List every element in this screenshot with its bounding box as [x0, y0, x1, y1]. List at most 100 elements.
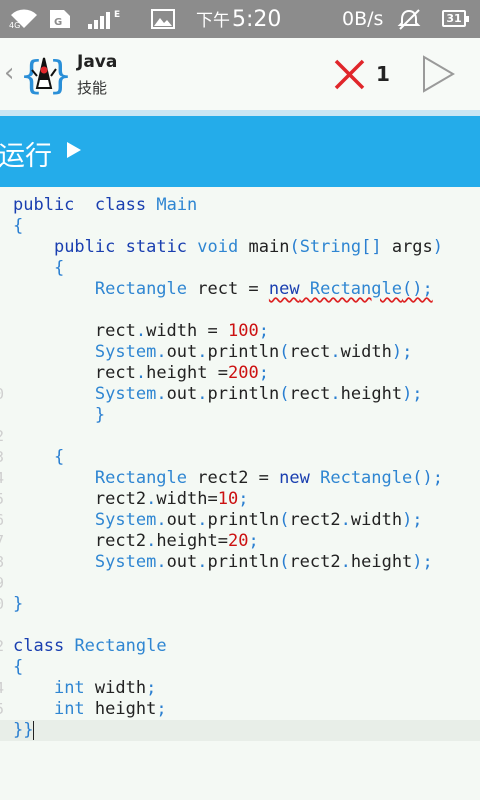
line-number: 4	[0, 468, 4, 489]
code-token: {	[53, 447, 65, 467]
code-token	[64, 636, 74, 656]
code-text: rect2.height=20;	[13, 531, 259, 552]
code-token: height	[84, 699, 157, 719]
code-token	[310, 468, 320, 488]
clock-period: 下午	[196, 11, 230, 31]
code-text: Rectangle rect2 = new Rectangle();	[13, 468, 443, 489]
code-line[interactable]: rect.height =200;	[0, 363, 480, 384]
code-line[interactable]: {	[0, 216, 480, 237]
error-count: 1	[376, 62, 390, 86]
code-line[interactable]	[0, 615, 480, 636]
code-line[interactable]: {	[0, 258, 480, 279]
line-number: 8	[0, 552, 4, 573]
code-line[interactable]: 5 int height;	[0, 699, 480, 720]
code-token: rect2 =	[187, 468, 280, 488]
code-token: println	[207, 510, 280, 530]
code-token: System	[94, 384, 157, 404]
text-caret	[33, 720, 35, 740]
code-token: height	[350, 552, 413, 572]
code-line[interactable]: }	[0, 405, 480, 426]
code-line[interactable]	[0, 300, 480, 321]
error-x-icon[interactable]	[333, 58, 366, 91]
code-editor[interactable]: public class Main{ public static void ma…	[0, 187, 480, 800]
code-text: }	[13, 405, 105, 426]
code-token: void	[197, 237, 239, 257]
code-token: ;	[258, 363, 269, 383]
code-text: rect.width = 100;	[13, 321, 269, 342]
code-token: width=	[156, 489, 218, 509]
code-line[interactable]: 5 rect2.width=10;	[0, 489, 480, 510]
code-line[interactable]: public class Main	[0, 195, 480, 216]
code-token: println	[207, 342, 280, 362]
clock: 下午5:20	[196, 6, 281, 32]
code-line[interactable]: 0 System.out.println(rect.height);	[0, 384, 480, 405]
code-token	[13, 468, 95, 488]
code-token: class	[13, 636, 65, 656]
code-token: ();	[401, 279, 433, 299]
code-line[interactable]: public static void main(String[] args)	[0, 237, 480, 258]
back-chevron-icon[interactable]: ‹	[4, 58, 15, 88]
code-token	[13, 678, 54, 698]
code-line[interactable]: 6 System.out.println(rect2.width);	[0, 510, 480, 531]
code-token	[13, 405, 95, 425]
code-token: main	[238, 237, 290, 257]
code-token: .	[146, 531, 157, 551]
sim-icon: G	[50, 10, 70, 28]
code-token	[13, 447, 54, 467]
code-token: int	[53, 699, 85, 719]
code-token: .	[197, 342, 208, 362]
code-line[interactable]: 0}	[0, 594, 480, 615]
code-token: rect	[13, 363, 136, 383]
code-token: []	[361, 237, 382, 257]
line-number: 7	[0, 531, 4, 552]
code-line[interactable]: System.out.println(rect.width);	[0, 342, 480, 363]
code-text: Rectangle rect = new Rectangle();	[13, 279, 433, 300]
code-token: height=	[156, 531, 228, 551]
code-token: 10	[217, 489, 239, 509]
code-token	[13, 258, 54, 278]
code-line[interactable]: {	[0, 657, 480, 678]
code-line[interactable]: 8 System.out.println(rect2.height);	[0, 552, 480, 573]
app-header: ‹ { } Java 技能 1	[0, 38, 480, 110]
code-token: (	[279, 552, 290, 572]
play-button[interactable]	[420, 54, 456, 94]
code-line[interactable]: 2	[0, 426, 480, 447]
code-text: {	[13, 216, 23, 237]
code-token: rect	[13, 321, 136, 341]
code-line[interactable]: 3 {	[0, 447, 480, 468]
code-line[interactable]: 4 int width;	[0, 678, 480, 699]
code-token: .	[330, 384, 341, 404]
code-text: rect.height =200;	[13, 363, 269, 384]
code-token: .	[156, 552, 167, 572]
code-token: width	[350, 510, 403, 530]
code-token	[74, 195, 94, 215]
svg-text:G: G	[54, 17, 62, 28]
code-token: .	[146, 489, 157, 509]
code-line[interactable]: 2class Rectangle	[0, 636, 480, 657]
code-token: );	[391, 342, 413, 362]
code-token: {	[13, 657, 24, 677]
code-line[interactable]: 9	[0, 573, 480, 594]
code-token: .	[135, 363, 147, 383]
code-line[interactable]: Rectangle rect = new Rectangle();	[0, 279, 480, 300]
code-line[interactable]: 4 Rectangle rect2 = new Rectangle();	[0, 468, 480, 489]
signal-icon: E	[88, 10, 120, 29]
code-token	[146, 195, 156, 215]
line-number: 4	[0, 678, 4, 699]
code-line[interactable]: 7 rect2.height=20;	[0, 531, 480, 552]
svg-text:4G: 4G	[9, 21, 20, 30]
code-token: ;	[258, 321, 269, 341]
code-line[interactable]: }}	[0, 720, 480, 741]
code-token	[13, 699, 54, 719]
code-token: args	[381, 237, 433, 257]
code-token: String	[299, 237, 362, 257]
line-number: 0	[0, 594, 4, 615]
code-line[interactable]: rect.width = 100;	[0, 321, 480, 342]
code-token: rect	[289, 342, 331, 362]
code-token: rect2	[289, 510, 341, 530]
code-token: out	[166, 342, 198, 362]
code-token: rect	[289, 384, 331, 404]
image-icon	[151, 9, 175, 29]
code-token: (	[279, 342, 290, 362]
run-bar[interactable]: 运行	[0, 116, 480, 187]
